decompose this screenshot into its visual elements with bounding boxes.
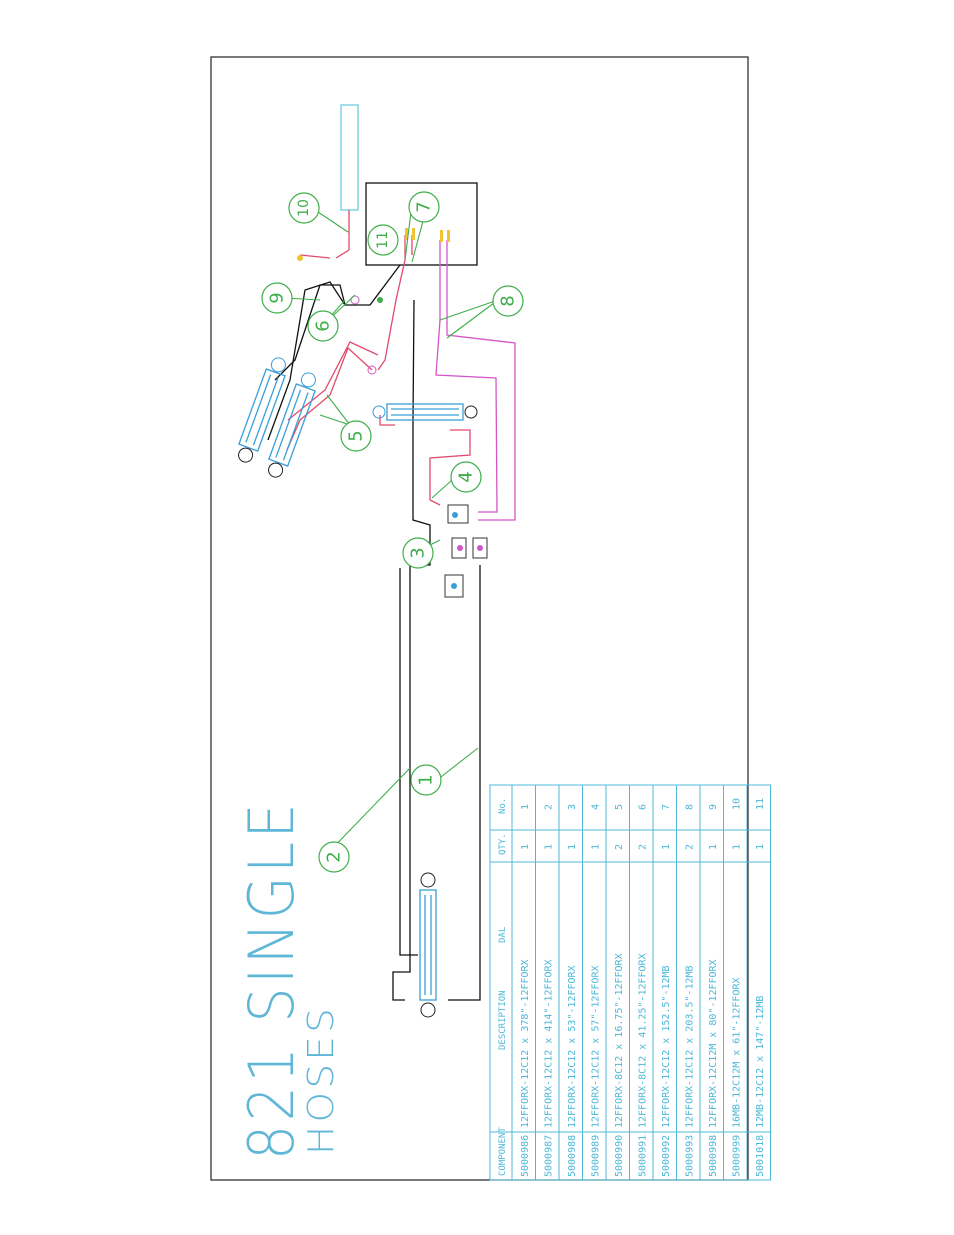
- balloon-number: 1: [416, 774, 437, 785]
- drawing-subtitle: HOSES: [301, 1005, 342, 1155]
- balloon-circle: [367, 224, 399, 256]
- balloon-circle: [261, 282, 293, 314]
- balloon-number: 3: [408, 547, 429, 558]
- oil-tank: [340, 104, 359, 211]
- description-cell: 12FFORX-8C12 x 41.25"-12FFORX: [638, 953, 649, 1128]
- item-no-cell: 1: [520, 804, 531, 810]
- balloon-number: 5: [346, 430, 367, 441]
- balloon-number: 10: [296, 199, 312, 217]
- leader-lines: [284, 209, 499, 856]
- control-valve-box: [365, 182, 478, 266]
- item-no-cell: 3: [567, 804, 578, 810]
- qty-cell: 2: [685, 844, 696, 850]
- balloon-circle: [450, 461, 482, 493]
- qty-cell: 2: [614, 844, 625, 850]
- component-cell: 5000989: [591, 1135, 602, 1177]
- drawing-frame: [210, 56, 749, 1181]
- qty-cell: 1: [732, 844, 743, 850]
- component-cell: 5000990: [614, 1135, 625, 1177]
- component-cell: 5000991: [638, 1135, 649, 1177]
- component-cell: 5000987: [544, 1135, 555, 1177]
- parts-table-row: 5000989 12FFORX-12C12 x 57"-12FFORX 1 4: [591, 804, 602, 1177]
- balloon-circle: [288, 192, 320, 224]
- component-cell: 5000999: [732, 1135, 743, 1177]
- qty-cell: 1: [544, 844, 555, 850]
- item-no-cell: 6: [638, 804, 649, 810]
- hydraulic-cylinders: [238, 357, 478, 1018]
- parts-table-row: 5000999 16MB-12C12M x 61"-12FFORX 1 10: [732, 798, 743, 1177]
- header-description: DESCRIPTION: [498, 990, 508, 1050]
- description-cell: 12FFORX-12C12 x 53"-12FFORX: [567, 965, 578, 1128]
- component-cell: 5000986: [520, 1135, 531, 1177]
- item-no-cell: 4: [591, 804, 602, 810]
- component-cell: 5000988: [567, 1135, 578, 1177]
- balloon-number: 9: [267, 292, 288, 303]
- description-cell: 12FFORX-12C12 x 57"-12FFORX: [591, 965, 602, 1128]
- qty-cell: 1: [708, 844, 719, 850]
- qty-cell: 1: [661, 844, 672, 850]
- description-cell: 12FFORX-12C12 x 203.5"-12MB: [685, 965, 696, 1128]
- parts-table: COMPONENT DESCRIPTION DAL QTY. No. 50009…: [489, 784, 771, 1181]
- parts-table-row: 5000993 12FFORX-12C12 x 203.5"-12MB 2 8: [685, 804, 696, 1177]
- parts-table-row: 5000986 12FFORX-12C12 x 378"-12FFORX 1 1: [520, 804, 531, 1177]
- hose-lines: [267, 210, 516, 1001]
- parts-table-row: 5000988 12FFORX-12C12 x 53"-12FFORX 1 3: [567, 804, 578, 1177]
- parts-table-row: 5000992 12FFORX-12C12 x 152.5"-12MB 1 7: [661, 804, 672, 1177]
- description-cell: 12FFORX-12C12 x 378"-12FFORX: [520, 959, 531, 1128]
- drawing-title: 821 SINGLE: [235, 800, 308, 1160]
- header-dal: DAL: [498, 927, 508, 943]
- description-cell: 12FFORX-12C12 x 414"-12FFORX: [544, 959, 555, 1128]
- balloon-number: 2: [324, 851, 345, 862]
- qty-cell: 1: [755, 844, 766, 850]
- balloon-circle: [307, 310, 339, 342]
- item-no-cell: 7: [661, 804, 672, 810]
- parts-table-row: 5000987 12FFORX-12C12 x 414"-12FFORX 1 2: [544, 804, 555, 1177]
- item-no-cell: 9: [708, 804, 719, 810]
- qty-cell: 1: [591, 844, 602, 850]
- parts-table-header: COMPONENT DESCRIPTION DAL QTY. No.: [498, 798, 508, 1176]
- component-cell: 5000993: [685, 1135, 696, 1177]
- item-no-cell: 2: [544, 804, 555, 810]
- valve-fittings: [297, 228, 488, 598]
- balloon-number: 8: [498, 295, 519, 306]
- item-no-cell: 10: [732, 798, 743, 810]
- qty-cell: 2: [638, 844, 649, 850]
- qty-cell: 1: [567, 844, 578, 850]
- component-cell: 5000998: [708, 1135, 719, 1177]
- qty-cell: 1: [520, 844, 531, 850]
- description-cell: 12MB-12C12 x 147"-12MB: [755, 996, 766, 1128]
- part-balloons: 1 2 3 4 5 6 7 8 9 10 11: [261, 191, 524, 873]
- description-cell: 12FFORX-12C12M x 80"-12FFORX: [708, 959, 719, 1128]
- balloon-circle: [402, 537, 434, 569]
- balloon-circle: [492, 285, 524, 317]
- description-cell: 12FFORX-8C12 x 16.75"-12FFORX: [614, 953, 625, 1128]
- item-no-cell: 8: [685, 804, 696, 810]
- description-cell: 16MB-12C12M x 61"-12FFORX: [732, 977, 743, 1128]
- component-cell: 5001018: [755, 1135, 766, 1177]
- description-cell: 12FFORX-12C12 x 152.5"-12MB: [661, 965, 672, 1128]
- balloon-circle: [318, 841, 350, 873]
- parts-table-row: 5000998 12FFORX-12C12M x 80"-12FFORX 1 9: [708, 804, 719, 1177]
- balloon-number: 6: [313, 320, 334, 331]
- item-no-cell: 5: [614, 804, 625, 810]
- balloon-number: 7: [414, 201, 435, 212]
- header-component: COMPONENT: [498, 1127, 508, 1176]
- balloon-number: 11: [375, 231, 391, 249]
- balloon-circle: [408, 191, 440, 223]
- balloon-circle: [410, 764, 442, 796]
- parts-table-row: 5000991 12FFORX-8C12 x 41.25"-12FFORX 2 6: [638, 804, 649, 1177]
- header-no: No.: [498, 798, 508, 814]
- parts-table-row: 5000990 12FFORX-8C12 x 16.75"-12FFORX 2 5: [614, 804, 625, 1177]
- header-qty: QTY.: [498, 833, 508, 855]
- balloon-circle: [340, 420, 372, 452]
- item-no-cell: 11: [755, 798, 766, 810]
- balloon-number: 4: [456, 471, 477, 482]
- component-cell: 5000992: [661, 1135, 672, 1177]
